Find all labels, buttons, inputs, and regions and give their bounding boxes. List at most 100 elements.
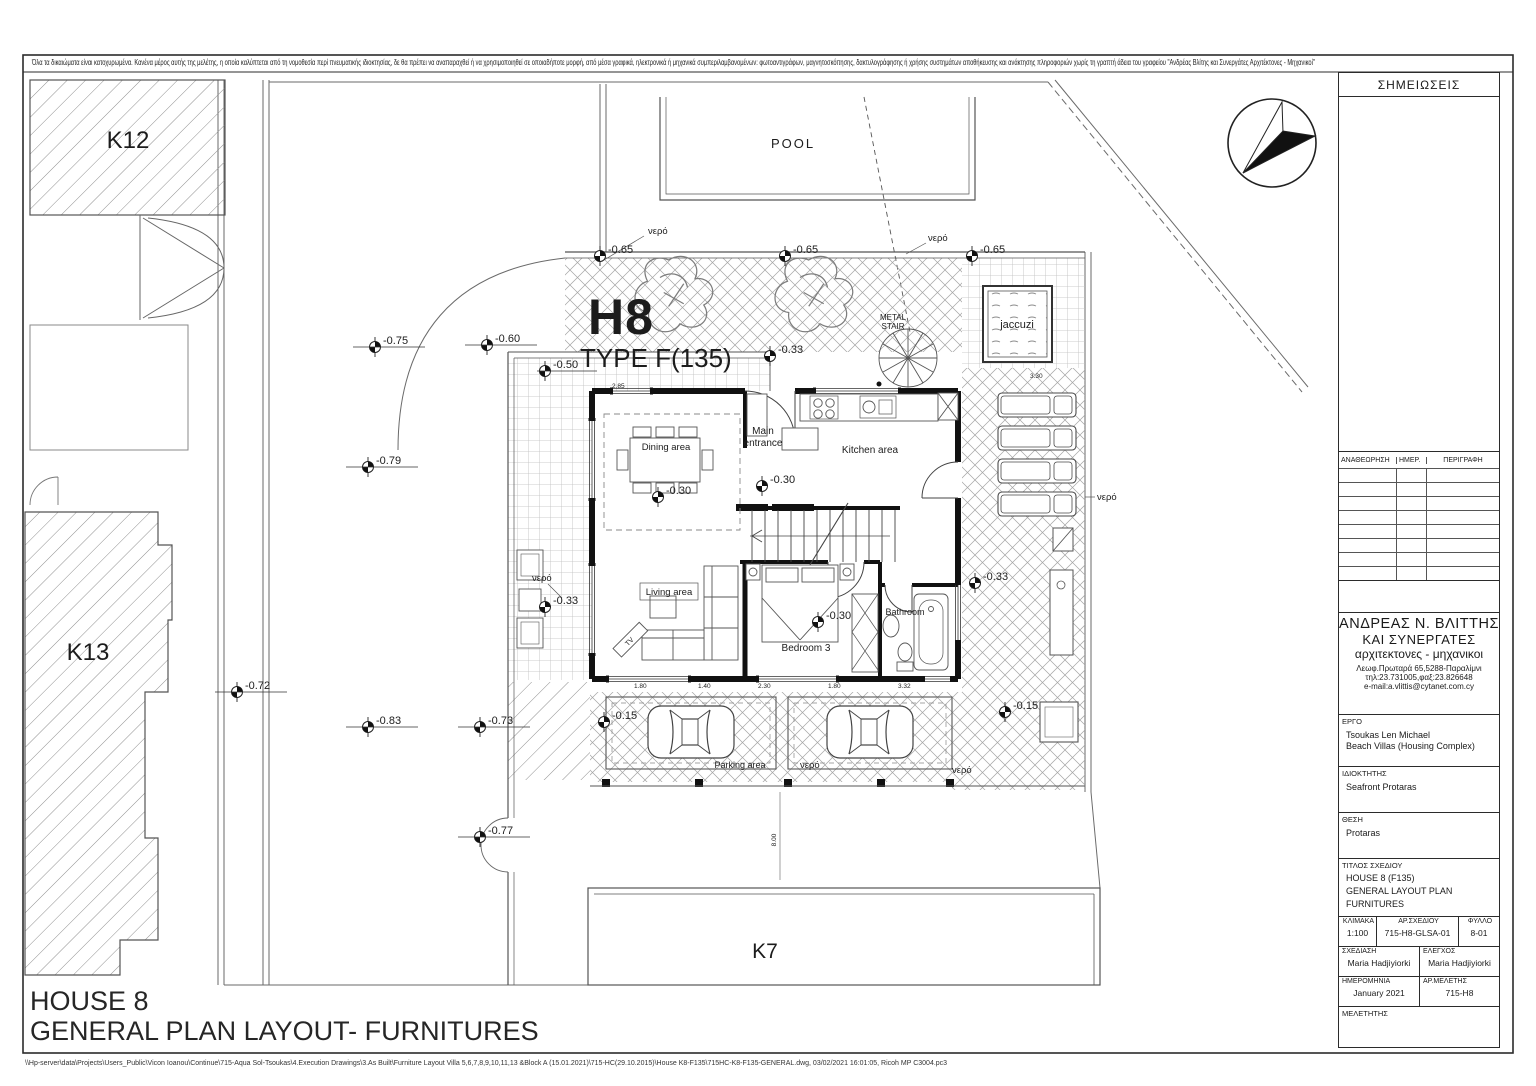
living-furniture: TV bbox=[612, 565, 739, 661]
water-labels: νερό νερό νερό νερό νερό νερό bbox=[532, 226, 1117, 776]
level-label: -0.33 bbox=[553, 595, 578, 607]
drawn-by-label: ΣΧΕΔΙΑΣΗ bbox=[1342, 948, 1377, 955]
nero-label: νερό bbox=[952, 765, 972, 776]
notes-area bbox=[1339, 97, 1499, 452]
house-type-label: TYPE F(135) bbox=[580, 343, 732, 373]
level-label: -0.33 bbox=[778, 344, 803, 356]
metal-stair-label: STAIR bbox=[882, 322, 905, 331]
level-markers: -0.75 -0.60 -0.50 -0.79 -0.72 -0.83 -0.7… bbox=[215, 244, 1038, 848]
metal-spiral-stair: METAL STAIR bbox=[876, 313, 938, 388]
staircase bbox=[750, 502, 896, 569]
dim-label: 1.80 bbox=[828, 683, 841, 690]
kitchen-label: Kitchen area bbox=[842, 445, 899, 456]
car-icon bbox=[826, 705, 914, 759]
bedroom-furniture bbox=[745, 563, 879, 673]
dim-label: 3.32 bbox=[898, 683, 911, 690]
building-k7: K7 bbox=[587, 887, 1101, 986]
consultant-section: ΜΕΛΕΤΗΤΗΣ bbox=[1339, 1007, 1499, 1047]
date-label: ΗΜΕΡΟΜΗΝΙΑ bbox=[1342, 978, 1391, 985]
drawing-title-line: GENERAL LAYOUT PLAN bbox=[1346, 886, 1453, 896]
level-label: -0.65 bbox=[793, 244, 818, 256]
location-label: ΘΕΣΗ bbox=[1342, 815, 1363, 824]
title-block-spacer bbox=[1339, 581, 1499, 613]
level-label: -0.75 bbox=[383, 335, 408, 347]
level-label: -0.79 bbox=[376, 455, 401, 467]
drawing-title-line: FURNITURES bbox=[1346, 899, 1404, 909]
location-section: ΘΕΣΗ Protaras bbox=[1339, 813, 1499, 859]
north-arrow-icon bbox=[1227, 98, 1317, 188]
drawing-title-line: HOUSE 8 (F135) bbox=[1346, 873, 1415, 883]
dim-label: 3.30 bbox=[1030, 373, 1043, 380]
jaccuzi-label: jaccuzi bbox=[999, 319, 1034, 331]
windows bbox=[588, 387, 961, 683]
architect-title: αρχιτεκτονες - μηχανικοι bbox=[1354, 647, 1484, 661]
architect-block: ΑΝΔΡΕΑΣ Ν. ΒΛΙΤΤΗΣ ΚΑΙ ΣΥΝΕΡΓΑΤΕΣ αρχιτε… bbox=[1339, 613, 1499, 715]
level-label: -0.65 bbox=[608, 244, 633, 256]
k12-label: K12 bbox=[107, 127, 150, 154]
k13-label: K13 bbox=[67, 639, 110, 666]
sheet-value: 8-01 bbox=[1470, 928, 1488, 938]
drawing-title-label: ΤΙΤΛΟΣ ΣΧΕΔΙΟΥ bbox=[1342, 861, 1403, 870]
jaccuzi: jaccuzi bbox=[982, 285, 1053, 363]
house-id-label: H8 bbox=[588, 289, 654, 345]
parking-label: Parking area bbox=[714, 760, 765, 770]
dim-label: 1.40 bbox=[698, 683, 711, 690]
architect-name: ΚΑΙ ΣΥΝΕΡΓΑΤΕΣ bbox=[1362, 632, 1476, 647]
sheet-title-line2: GENERAL PLAN LAYOUT- FURNITURES bbox=[30, 1016, 539, 1047]
nero-label: νερό bbox=[532, 573, 552, 584]
entrance-label: entrance bbox=[744, 438, 783, 449]
owner-value: Seafront Protaras bbox=[1346, 782, 1417, 792]
bathroom-label: Bathroom bbox=[885, 607, 924, 617]
veranda-chairs bbox=[516, 549, 544, 649]
consultant-label: ΜΕΛΕΤΗΤΗΣ bbox=[1342, 1009, 1388, 1018]
sheet-frame bbox=[22, 54, 1514, 1054]
kitchen-fixtures bbox=[746, 392, 959, 451]
sheet-title-line1: HOUSE 8 bbox=[30, 986, 149, 1016]
drawing-no-value: 715-H8-GLSA-01 bbox=[1384, 928, 1451, 938]
dim-label: 2.30 bbox=[758, 683, 771, 690]
nero-label: νερό bbox=[1097, 492, 1117, 503]
drawing-title-section: ΤΙΤΛΟΣ ΣΧΕΔΙΟΥ HOUSE 8 (F135) GENERAL LA… bbox=[1339, 859, 1499, 917]
level-label: -0.50 bbox=[553, 359, 578, 371]
sunbeds bbox=[997, 392, 1079, 743]
dim-label: 1.80 bbox=[634, 683, 647, 690]
k13-door-arc bbox=[29, 476, 59, 506]
dim-label: 2.85 bbox=[612, 383, 625, 390]
tv-label: TV bbox=[624, 636, 636, 648]
bedroom-label: Bedroom 3 bbox=[782, 643, 831, 654]
owner-section: ΙΔΙΟΚΤΗΤΗΣ Seafront Protaras bbox=[1339, 767, 1499, 813]
architect-phone: τηλ:23.731005,φαξ:23.826648 bbox=[1365, 673, 1473, 682]
dining-label: Dining area bbox=[642, 442, 691, 453]
study-no-value: 715-H8 bbox=[1445, 988, 1474, 998]
nero-label: νερό bbox=[648, 226, 668, 237]
sheet-label: ΦΥΛΛΟ bbox=[1467, 918, 1493, 925]
date-value: January 2021 bbox=[1353, 988, 1405, 998]
car-icon bbox=[647, 705, 735, 759]
architect-email: e-mail:a.vlittis@cytanet.com.cy bbox=[1364, 682, 1474, 691]
notes-header: ΣΗΜΕΙΩΣΕΙΣ bbox=[1339, 73, 1499, 97]
nero-label: νερό bbox=[800, 760, 820, 771]
title-block: ΣΗΜΕΙΩΣΕΙΣ ΑΝΑΘΕΩΡΗΣΗ ΗΜΕΡ. ΠΕΡΙΓΡΑΦΗ ΑΝ… bbox=[1338, 72, 1500, 1048]
level-label: -0.83 bbox=[376, 715, 401, 727]
level-label: -0.30 bbox=[770, 474, 795, 486]
level-label: -0.30 bbox=[826, 610, 851, 622]
checked-by-value: Maria Hadjiyiorki bbox=[1428, 958, 1491, 968]
nero-label: νερό bbox=[928, 233, 948, 244]
dim-label: 8.00 bbox=[771, 833, 778, 846]
revision-col-header: ΗΜΕΡ. bbox=[1397, 456, 1427, 464]
drawn-by-value: Maria Hadjiyiorki bbox=[1347, 958, 1411, 968]
parking: Parking area 8.00 bbox=[590, 696, 1085, 880]
building-k12: K12 bbox=[29, 79, 226, 451]
project-name: Beach Villas (Housing Complex) bbox=[1346, 741, 1475, 751]
site-roads bbox=[217, 79, 1309, 986]
metal-stair-label: METAL bbox=[880, 313, 907, 322]
architect-name: ΑΝΔΡΕΑΣ Ν. ΒΛΙΤΤΗΣ bbox=[1339, 616, 1499, 632]
level-label: -0.60 bbox=[495, 333, 520, 345]
sheet-title: HOUSE 8 GENERAL PLAN LAYOUT- FURNITURES bbox=[30, 986, 539, 1046]
drawing-no-label: ΑΡ.ΣΧΕΔΙΟΥ bbox=[1398, 918, 1439, 925]
revision-col-header: ΑΝΑΘΕΩΡΗΣΗ bbox=[1339, 456, 1397, 464]
